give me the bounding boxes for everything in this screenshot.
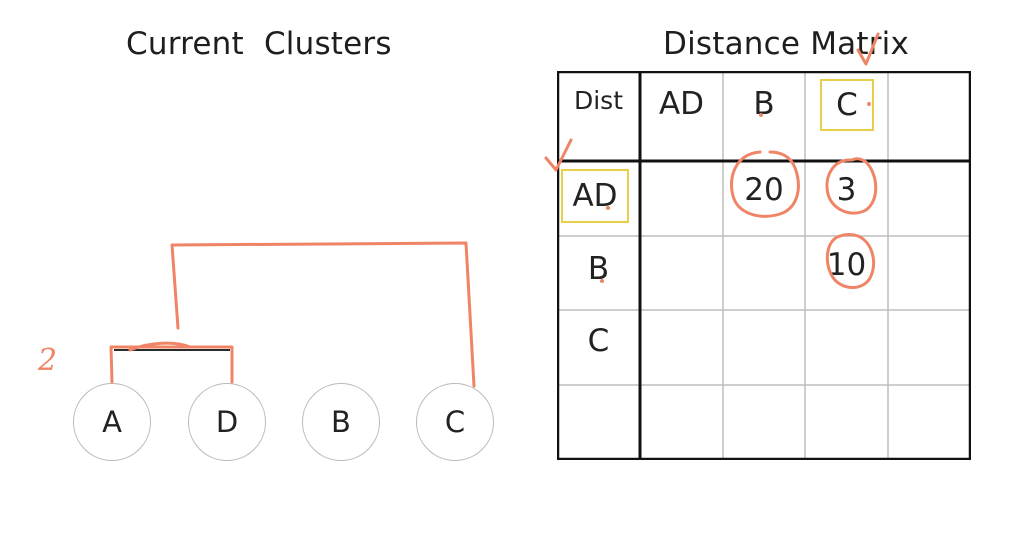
- row-label-c: C: [587, 323, 610, 359]
- distance-matrix-table: Dist AD B C AD B C 20 3 10: [557, 71, 971, 460]
- ad-merge-link-stroke: [128, 341, 192, 352]
- distance-b-c: 10: [826, 247, 867, 283]
- merge-distance-annotation: 2: [38, 343, 58, 378]
- distance-ad-b: 20: [744, 172, 784, 208]
- ad-merge-link: [109, 345, 234, 384]
- distance-matrix-title: Distance Matrix: [663, 26, 910, 62]
- cluster-node-c: C: [416, 383, 494, 461]
- cluster-node-b: B: [302, 383, 380, 461]
- row-label-ad: AD: [561, 169, 629, 223]
- current-clusters-title: Current Clusters: [126, 26, 392, 62]
- distance-ad-c: 3: [836, 172, 857, 208]
- matrix-corner-label: Dist: [573, 85, 624, 115]
- column-header-c: C: [820, 79, 874, 131]
- cluster-node-a: A: [73, 383, 151, 461]
- cluster-node-d: D: [188, 383, 266, 461]
- row-label-b: B: [587, 251, 610, 287]
- column-header-ad: AD: [658, 86, 705, 122]
- adc-merge-link: [170, 241, 476, 388]
- column-header-b: B: [753, 86, 775, 122]
